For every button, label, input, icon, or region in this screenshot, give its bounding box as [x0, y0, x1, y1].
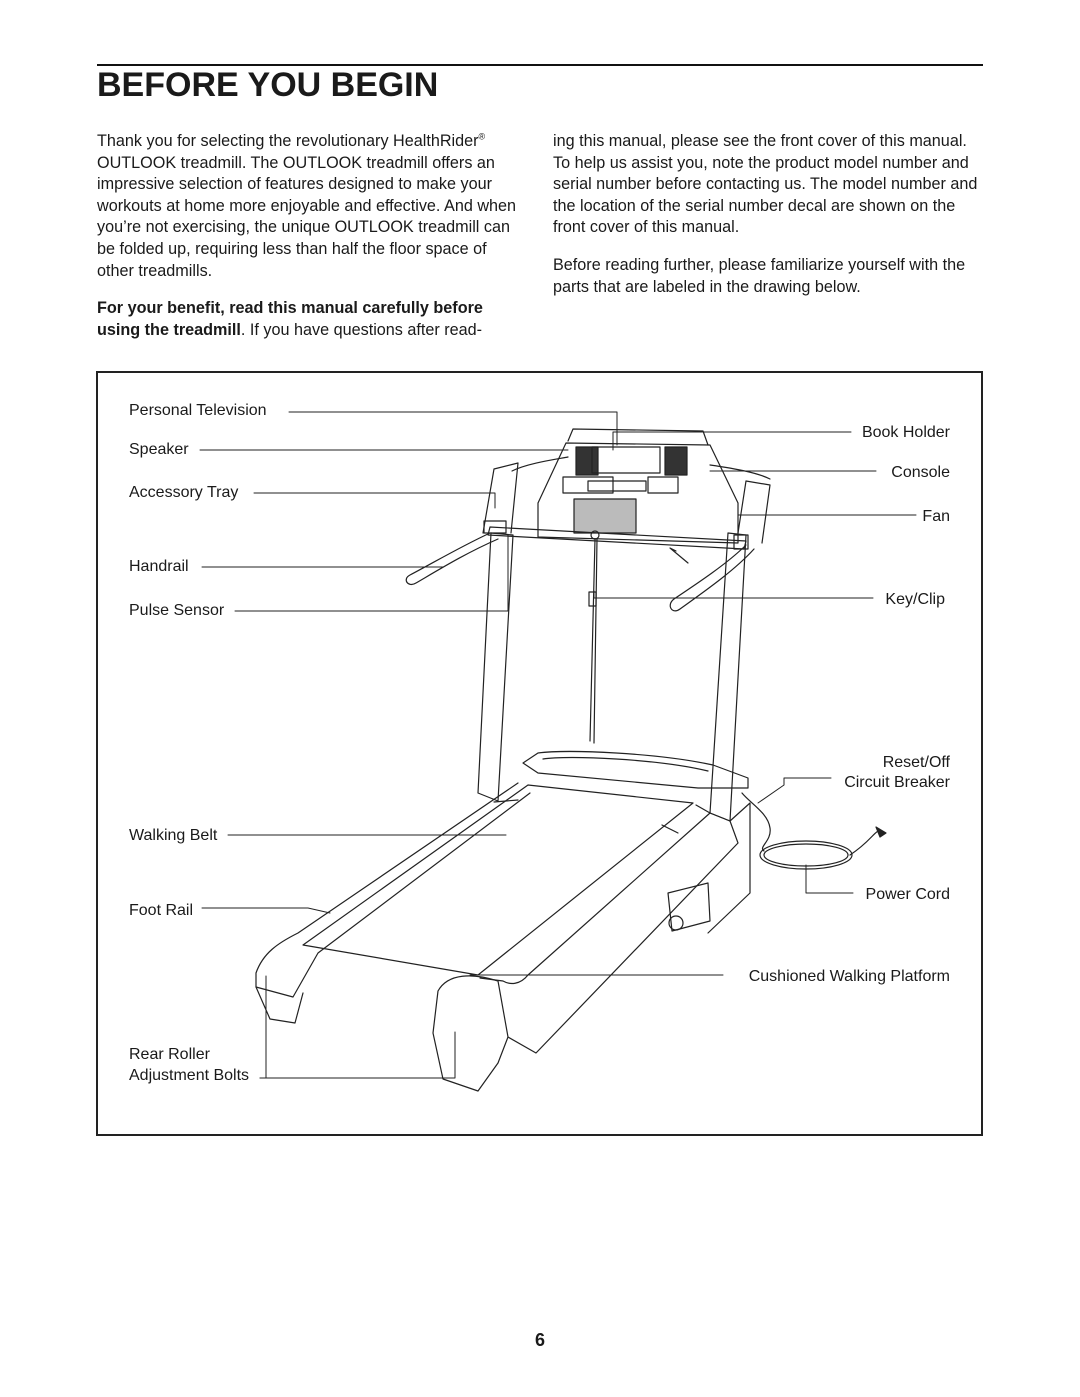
label-key-clip: Key/Clip: [885, 591, 945, 608]
label-speaker: Speaker: [129, 441, 189, 458]
intro-paragraph: Thank you for selecting the revolutionar…: [97, 131, 517, 280]
label-rear-roller: Rear Roller: [129, 1046, 210, 1063]
leader-lines: [199, 411, 917, 1079]
label-walking-belt: Walking Belt: [129, 827, 218, 844]
label-cushioned-walking-platform: Cushioned Walking Platform: [748, 968, 950, 985]
label-pulse-sensor: Pulse Sensor: [129, 602, 225, 619]
label-power-cord: Power Cord: [865, 886, 950, 903]
page-title: BEFORE YOU BEGIN: [97, 66, 439, 104]
page-number: 6: [534, 1330, 545, 1350]
label-circuit-breaker: Circuit Breaker: [844, 774, 950, 791]
label-console: Console: [891, 464, 950, 481]
console-shape: [537, 428, 739, 544]
label-accessory-tray: Accessory Tray: [129, 484, 239, 501]
contact-paragraph: ing this manual, please see the front co…: [553, 132, 978, 237]
label-foot-rail: Foot Rail: [129, 902, 194, 919]
walking-deck: [255, 750, 751, 1092]
label-reset-off: Reset/Off: [882, 754, 950, 771]
label-adjustment-bolts: Adjustment Bolts: [129, 1067, 250, 1084]
handrails: [405, 520, 755, 612]
label-personal-television: Personal Television: [129, 402, 267, 419]
treadmill-parts-diagram: Personal Television Speaker Accessory Tr…: [96, 371, 983, 1136]
treadmill-drawing: [199, 411, 917, 1092]
top-rule: [97, 64, 983, 66]
label-fan: Fan: [922, 508, 950, 525]
familiarize-paragraph: Before reading further, please familiari…: [553, 255, 966, 296]
left-column: Thank you for selecting the revolutionar…: [97, 131, 527, 357]
label-book-holder: Book Holder: [861, 424, 950, 441]
label-handrail: Handrail: [129, 558, 189, 575]
power-cord-shape: [741, 792, 887, 870]
key-cord: [588, 538, 598, 744]
read-manual-paragraph: For your benefit, read this manual caref…: [97, 299, 483, 339]
right-column: ing this manual, please see the front co…: [553, 131, 985, 314]
